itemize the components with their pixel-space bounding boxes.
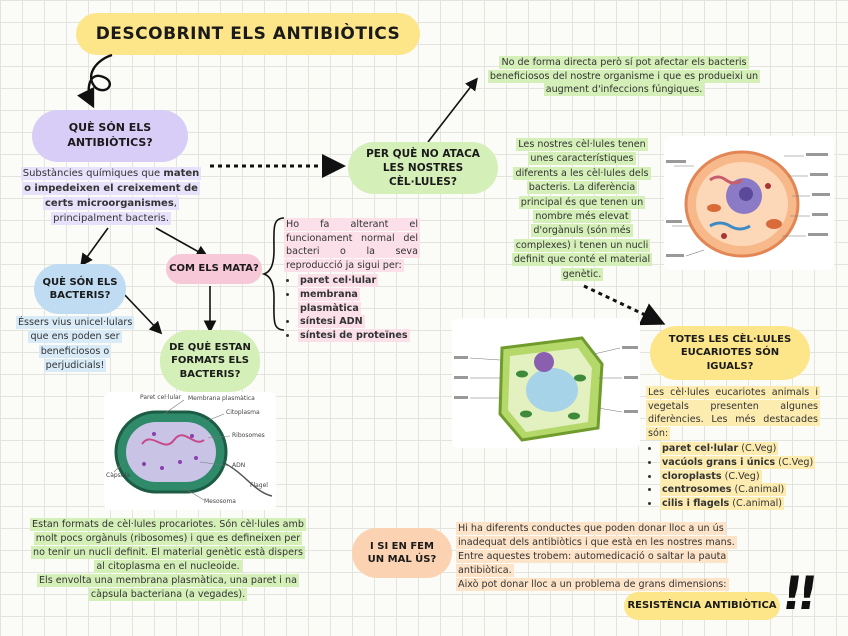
plant-cell-illustration	[454, 336, 638, 442]
antibiotics-definition: Substàncies químiques que maten o impede…	[18, 166, 204, 226]
bacteria-label: Mesosoma	[204, 498, 236, 505]
bacteria-made-text1: Estan formats de cèl·lules procariotes. …	[30, 518, 306, 573]
bacteria-label: Ribosomes	[232, 432, 265, 439]
animal-cell-illustration	[666, 150, 830, 258]
exclamation-marks: !!	[778, 566, 816, 620]
q-how-kill: COM ELS MATA?	[166, 254, 262, 284]
bacteria-label: Citoplasma	[226, 409, 260, 416]
animal-cell-image	[664, 136, 834, 270]
how-kill-intro: Ho fa alterant el funcionament normal de…	[284, 218, 420, 272]
plant-cell-image	[452, 318, 640, 448]
bacteria-label: Flagel	[250, 482, 268, 489]
q-what-antibiotics: QUÈ SÓN ELS ANTIBIÒTICS?	[32, 110, 188, 162]
cells-diff: Les nostres cèl·lules tenen unes caracte…	[511, 138, 653, 281]
q-why-not-attack: PER QUÈ NO ATACA LES NOSTRES CÈL·LULES?	[348, 142, 498, 194]
how-kill-item: membrana plasmàtica	[298, 288, 420, 315]
bacteria-definition: Éssers vius unicel·lulars que ens poden …	[16, 316, 135, 374]
curly-brace	[261, 217, 285, 331]
page-title-pill: DESCOBRINT ELS ANTIBIÒTICS	[76, 13, 420, 55]
q-same-cells-label: TOTES LES CÈL·LULES EUCARIOTES SÓN IGUAL…	[668, 333, 792, 372]
bacteria-label: Paret cel·lular	[140, 394, 182, 401]
eukaryote-item: vacúols grans i únics (C.Veg)	[660, 456, 820, 470]
eukaryote-item: centrosomes (C.animal)	[660, 483, 820, 497]
how-kill-item: síntesi ADN	[298, 315, 420, 329]
q-what-bacteria-label: QUÈ SÓN ELS BACTERIS?	[42, 276, 118, 302]
resistance-pill: RESISTÈNCIA ANTIBIÒTICA	[624, 592, 780, 620]
q-why-not-attack-label: PER QUÈ NO ATACA LES NOSTRES CÈL·LULES?	[366, 147, 480, 189]
how-kill-list: paret cel·lular membrana plasmàtica sínt…	[284, 274, 420, 342]
arrow-to-bacteria	[80, 227, 109, 267]
how-kill-text: Ho fa alterant el funcionament normal de…	[284, 218, 420, 342]
bacteria-illustration	[113, 399, 273, 501]
q-misuse: I SI EN FEM UN MAL ÚS?	[352, 528, 452, 578]
how-kill-item: paret cel·lular	[298, 274, 420, 288]
q-what-antibiotics-label: QUÈ SÓN ELS ANTIBIÒTICS?	[67, 121, 153, 149]
eukaryote-text: Les cèl·lules eucariotes animals i veget…	[646, 386, 820, 510]
q-how-kill-label: COM ELS MATA?	[169, 263, 259, 275]
bacteria-made-text: Estan formats de cèl·lules procariotes. …	[30, 518, 306, 601]
bacteria-label: Càpsula	[106, 472, 130, 479]
page-title: DESCOBRINT ELS ANTIBIÒTICS	[95, 23, 401, 44]
arrow-to-indirect	[427, 77, 478, 143]
def-bold: maten o impedeixen el creixement de cert…	[24, 168, 200, 209]
eukaryote-item: cilis i flagels (C.animal)	[660, 496, 820, 511]
bacteria-label: ADN	[232, 462, 246, 469]
bacteria-made-text2: Els envolta una membrana plasmàtica, una…	[37, 573, 299, 601]
cells-difference-text: Les nostres cèl·lules tenen unes caracte…	[508, 138, 656, 282]
q-same-cells: TOTES LES CÈL·LULES EUCARIOTES SÓN IGUAL…	[650, 326, 810, 380]
eukaryote-intro: Les cèl·lules eucariotes animals i veget…	[646, 386, 820, 440]
bacteria-def-text: Éssers vius unicel·lulars que ens poden …	[16, 316, 135, 373]
eukaryote-item: paret cel·lular (C.Veg)	[660, 442, 820, 456]
q-what-bacteria: QUÈ SÓN ELS BACTERIS?	[34, 264, 126, 314]
eukaryote-item: cloroplasts (C.Veg)	[660, 469, 820, 484]
bacteria-label: Membrana plasmàtica	[188, 395, 255, 402]
q-misuse-label: I SI EN FEM UN MAL ÚS?	[367, 540, 437, 566]
def-part2: , principalment bacteris.	[53, 198, 177, 224]
misuse-text2: Això pot donar lloc a un problema de gra…	[456, 577, 729, 591]
q-bacteria-made: DE QUÈ ESTAN FORMATS ELS BACTERIS?	[160, 330, 260, 392]
misuse-text1: Hi ha diferents conductes que poden dona…	[456, 522, 737, 577]
bacteria-image: Membrana plasmàtica Citoplasma Ribosomes…	[104, 392, 276, 510]
arrow-to-howkill	[155, 227, 209, 258]
q-bacteria-made-label: DE QUÈ ESTAN FORMATS ELS BACTERIS?	[169, 341, 251, 380]
title-arrow	[76, 53, 113, 109]
def-part1: Substàncies químiques que	[22, 168, 164, 179]
how-kill-item: síntesi de proteïnes	[298, 328, 420, 343]
indirect-effect-text: No de forma directa però sí pot afectar …	[478, 56, 770, 97]
misuse-text: Hi ha diferents conductes que poden dona…	[456, 522, 744, 592]
dotted-arrow-same	[583, 284, 666, 326]
indirect-text: No de forma directa però sí pot afectar …	[487, 56, 761, 97]
resistance-label: RESISTÈNCIA ANTIBIÒTICA	[627, 600, 777, 612]
eukaryote-list: paret cel·lular (C.Veg) vacúols grans i …	[646, 442, 820, 510]
